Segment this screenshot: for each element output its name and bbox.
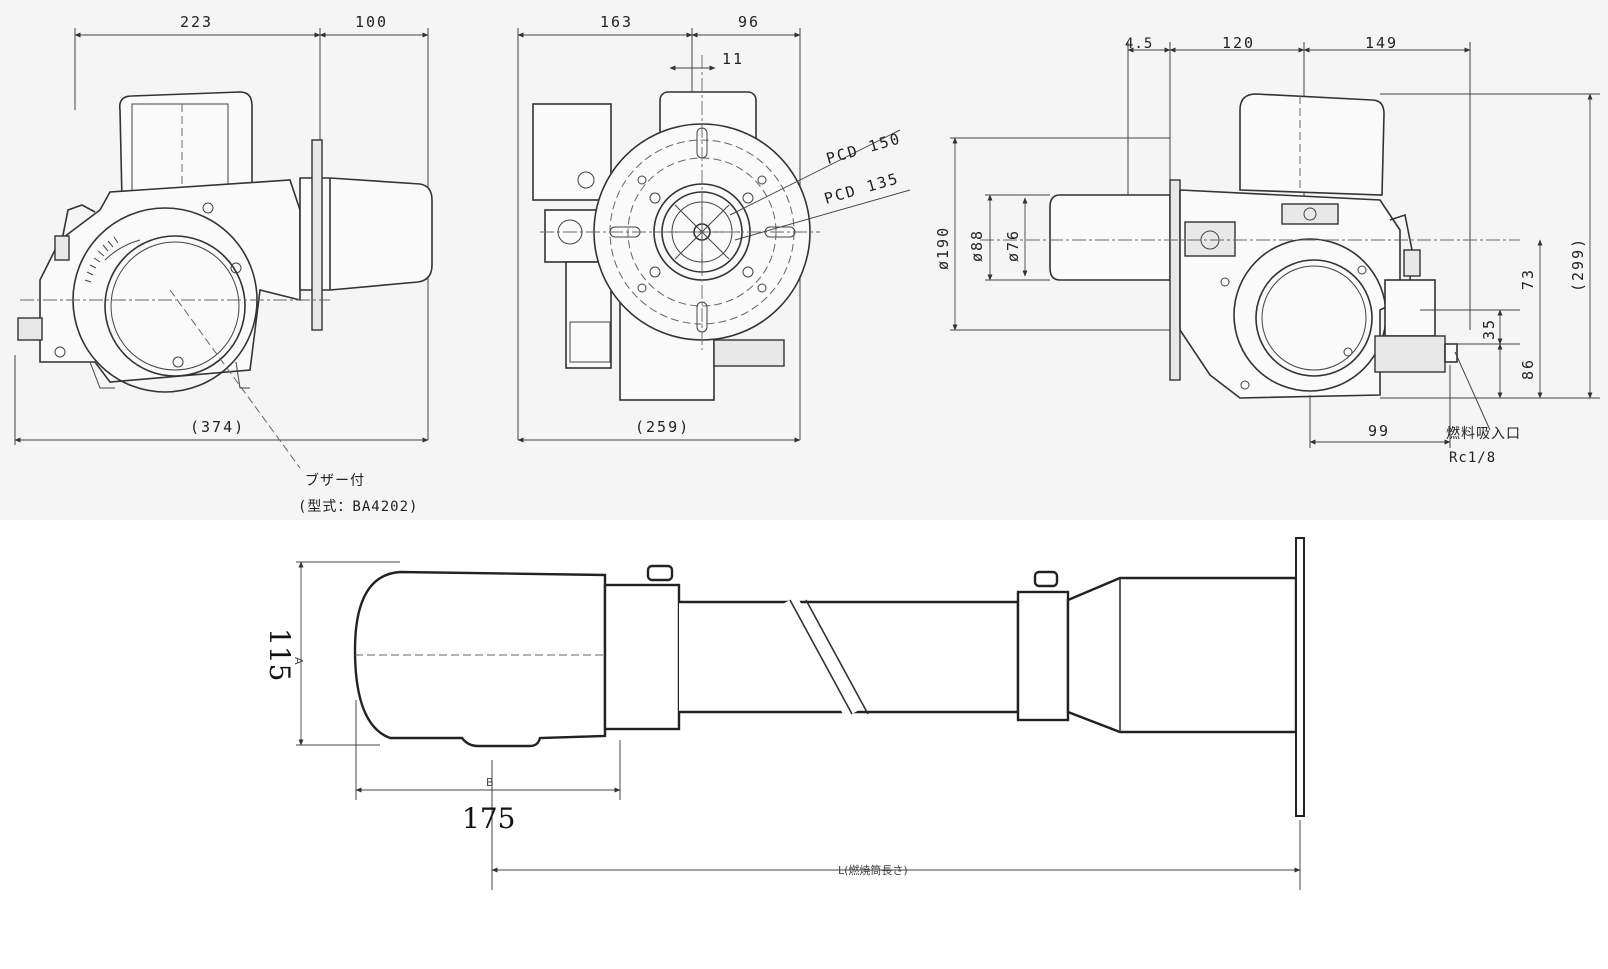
burner-tube-view [296,537,1305,890]
tube-length-label: L(燃焼筒長さ) [838,863,908,877]
dia-88: ø88 [968,229,986,262]
dim-163: 163 [600,13,633,31]
dim-b-letter: B [486,776,494,789]
dim-a-letter: A [292,657,305,665]
dim-11: 11 [722,50,744,68]
dim-100: 100 [355,13,388,31]
dia-190: ø190 [934,226,952,270]
dim-374: (374) [190,418,245,436]
dim-120: 120 [1222,34,1255,52]
dim-115: 115 [263,628,296,681]
dim-175: 175 [462,802,515,835]
pcd-135: PCD 135 [822,169,901,208]
side-view-right [950,42,1600,448]
dim-73: 73 [1519,268,1537,290]
pcd-150: PCD 150 [824,129,903,168]
dia-76: ø76 [1004,229,1022,262]
dim-99: 99 [1368,422,1390,440]
bottom-drawing-panel [0,520,1608,969]
dim-223: 223 [180,13,213,31]
fuel-thread-label: Rc1/8 [1449,450,1496,466]
dim-4-5: 4.5 [1125,36,1153,52]
side-view-left [14,28,433,469]
dim-299: (299) [1569,237,1587,292]
fuel-inlet-label: 燃料吸入口 [1446,425,1521,442]
front-view [517,28,911,443]
dim-86: 86 [1519,358,1537,380]
dim-149: 149 [1365,34,1398,52]
dim-35: 35 [1480,318,1498,340]
dim-96: 96 [738,13,760,31]
buzzer-note: ブザー付 [305,472,365,489]
dim-259: (259) [635,418,690,436]
model-note: (型式：BA4202) [298,499,418,515]
